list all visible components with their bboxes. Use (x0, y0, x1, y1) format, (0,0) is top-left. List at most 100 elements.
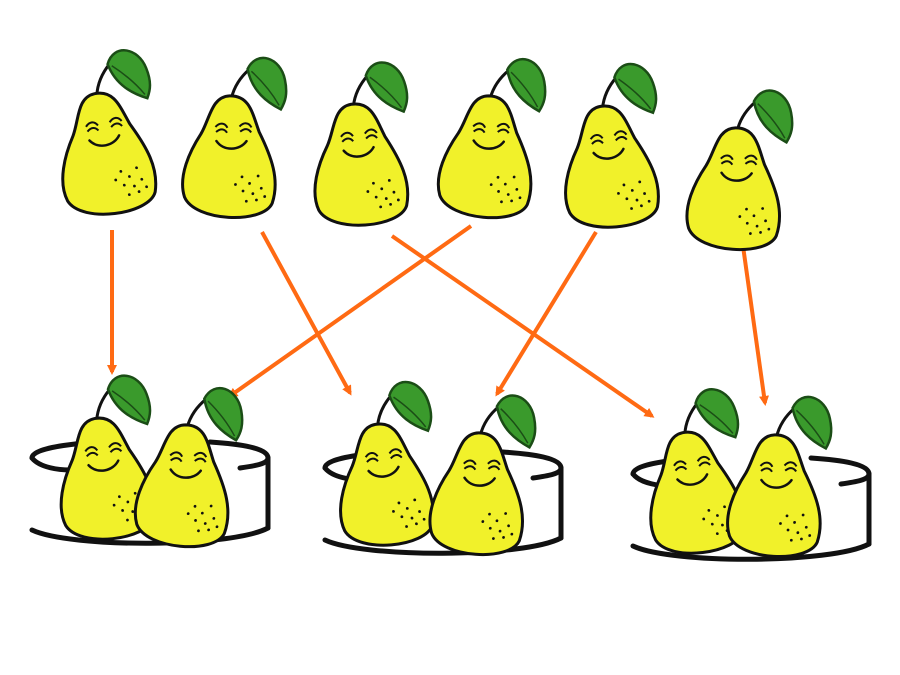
pear-eye-right-lower (487, 465, 501, 471)
pear-speckle (785, 514, 789, 518)
pear-eye-left (169, 451, 184, 458)
plate-rim-front-left (29, 455, 73, 473)
plate-base (322, 535, 564, 556)
pear-speckle (640, 204, 643, 208)
pear-speckle (366, 190, 370, 193)
top-pear-4 (436, 58, 547, 220)
plate-2-pear-1 (339, 380, 435, 547)
pear-speckle (126, 518, 129, 522)
pear-smile (463, 476, 496, 487)
top-pear-1 (61, 49, 158, 216)
plate-1-pear-1 (59, 374, 156, 541)
pear-speckle (748, 232, 752, 235)
pear-eye-right-lower (390, 454, 403, 460)
pear-smile (88, 134, 121, 147)
leaf-icon (364, 61, 409, 114)
pear-icon (685, 126, 781, 252)
pear-speckle (255, 198, 258, 202)
pear-speckle (755, 224, 759, 228)
pear-speckle (710, 522, 714, 526)
pear-speckle (702, 517, 706, 521)
pear-speckle (114, 178, 118, 182)
leaf-vein (250, 70, 280, 106)
pear-speckle (808, 534, 812, 537)
pear-eye-left-lower (720, 160, 734, 166)
pear-speckle (630, 188, 634, 192)
pear-speckle (241, 189, 245, 193)
pear-speckle (193, 504, 197, 508)
arrow-icon (260, 231, 352, 396)
pear-eye-left-lower (473, 128, 486, 134)
pear-smile (720, 171, 753, 182)
pear-eye-right-lower (497, 128, 510, 134)
leaf-icon (495, 394, 537, 450)
pear-speckle (488, 526, 492, 530)
top-pear-2 (181, 56, 288, 219)
pear-eye-right-lower (110, 122, 123, 128)
pear-eye-left (84, 446, 99, 453)
pear-eye-right (388, 448, 403, 455)
pear-icon (133, 423, 230, 549)
pear-eye-right (744, 154, 758, 161)
pear-speckle (764, 219, 767, 223)
pear-icon (181, 94, 277, 219)
pear-eye-left (85, 121, 99, 128)
leaf-icon (106, 49, 152, 100)
pear-eye-right (496, 122, 511, 129)
pear-eye-left (673, 460, 687, 467)
pear-speckle (789, 538, 793, 542)
pear-speckle (481, 520, 485, 523)
pear-eye-right (364, 128, 378, 135)
pear-speckle (617, 191, 620, 195)
leaf-vein (111, 390, 146, 421)
pear-eye-right (487, 459, 501, 466)
arrow-icon (227, 224, 473, 398)
pear-speckle (405, 525, 408, 528)
plate-base (29, 525, 271, 546)
pear-speckle (117, 495, 121, 499)
leaf-icon (505, 58, 547, 113)
pear-speckle (723, 505, 726, 509)
pear-smile (472, 139, 505, 150)
pear-speckle (715, 532, 719, 536)
pear-speckle (145, 185, 149, 189)
pear-speckle (133, 491, 137, 495)
plate-2-pear-2 (428, 394, 537, 557)
pear-speckle (502, 536, 505, 539)
pear-speckle (392, 190, 396, 194)
pear-speckle (396, 198, 400, 202)
leaf-vein (510, 71, 539, 108)
pear-speckle (248, 182, 251, 185)
leaf-icon (613, 62, 658, 115)
leaf-icon (388, 380, 433, 433)
pear-eye-right-lower (194, 457, 207, 463)
plate-1-pear-2 (133, 387, 244, 549)
pear-eye-right-lower (109, 447, 123, 453)
pear-speckle (489, 183, 493, 187)
pear-speckle (518, 196, 522, 200)
pear-speckle (707, 508, 711, 512)
pear-speckle (488, 512, 491, 516)
pear-speckle (498, 529, 502, 533)
pear-eye-left (759, 461, 774, 468)
pear-icon (59, 416, 156, 541)
leaf-icon (752, 89, 794, 145)
pear-speckle (496, 175, 500, 179)
plate-rim-back-right (500, 449, 564, 471)
pear-speckle (738, 215, 742, 218)
pear-speckle (759, 231, 762, 234)
pear-eye-left-lower (215, 128, 228, 134)
pear-speckle (387, 178, 391, 182)
pear-speckle (194, 519, 197, 522)
leaf-vein (699, 404, 734, 434)
leaf-vein (393, 396, 427, 428)
pear-eye-left-lower (463, 465, 477, 471)
top-pear-5 (564, 62, 660, 229)
pear-smile (342, 145, 375, 158)
pear-speckle (209, 504, 213, 508)
leaf-vein (111, 65, 146, 95)
pear-eye-right-lower (365, 134, 378, 140)
pear-speckle (510, 532, 514, 536)
pear-speckle (127, 193, 131, 197)
plate-rim-front-right (530, 465, 564, 481)
